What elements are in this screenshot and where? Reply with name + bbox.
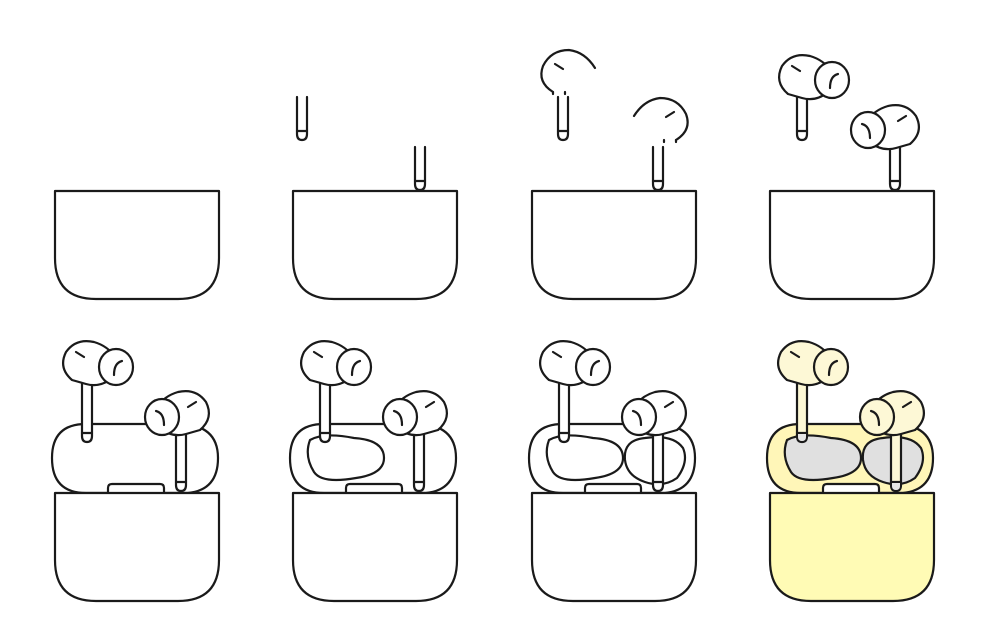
right-eartip [849, 110, 887, 150]
right-stem [889, 420, 903, 493]
case-lid [50, 422, 220, 495]
left-stem [295, 95, 309, 142]
right-stem [651, 145, 665, 192]
left-stem [556, 95, 570, 142]
right-eartip [143, 397, 181, 437]
step-drawing [768, 54, 936, 301]
case-body [768, 491, 936, 603]
right-stem [174, 420, 188, 493]
hinge-tab [821, 482, 881, 495]
case-body [768, 189, 936, 301]
right-eartip [381, 397, 419, 437]
step-panel-4: Step 4 [715, 0, 953, 320]
left-eartip [812, 347, 850, 387]
step-panel-7: Step 7 [477, 302, 715, 622]
step-panel-6: Step 6 [238, 302, 476, 622]
left-stem [80, 382, 94, 444]
right-stem [413, 145, 427, 192]
hinge-tab [344, 482, 404, 495]
step-panel-8: Step 8 [715, 302, 953, 622]
step-drawing [530, 48, 698, 301]
hinge-tab [106, 482, 166, 495]
right-eartip [620, 397, 658, 437]
step-panel-2: Step 2 [238, 0, 476, 320]
hinge-tab [583, 482, 643, 495]
right-eartip [858, 397, 896, 437]
left-earbud-well [545, 434, 625, 482]
step-panel-3: Step 3 [477, 0, 715, 320]
left-stem [795, 95, 809, 142]
right-stem [651, 420, 665, 493]
case-body [53, 491, 221, 603]
case-body [530, 189, 698, 301]
case-body [530, 491, 698, 603]
step-drawing [50, 340, 221, 603]
step-drawing [765, 340, 936, 603]
left-eartip [574, 347, 612, 387]
step-panel-1: Step 1 [0, 0, 238, 320]
left-stem [318, 382, 332, 444]
left-stem [557, 382, 571, 444]
left-eartip [813, 60, 851, 100]
left-earbud-head [540, 48, 597, 96]
left-eartip [97, 347, 135, 387]
step-drawing [291, 95, 459, 301]
left-earbud-well [783, 434, 863, 482]
step-drawing [53, 189, 221, 301]
right-stem [412, 420, 426, 493]
step-panel-5: Step 5 [0, 302, 238, 622]
left-stem [795, 382, 809, 444]
step-drawing [527, 340, 698, 603]
right-earbud-head [632, 96, 689, 144]
left-earbud-well [306, 434, 386, 482]
step-drawing [288, 340, 459, 603]
case-body [291, 189, 459, 301]
left-eartip [335, 347, 373, 387]
case-body [291, 491, 459, 603]
right-stem [888, 145, 902, 192]
case-body [53, 189, 221, 301]
